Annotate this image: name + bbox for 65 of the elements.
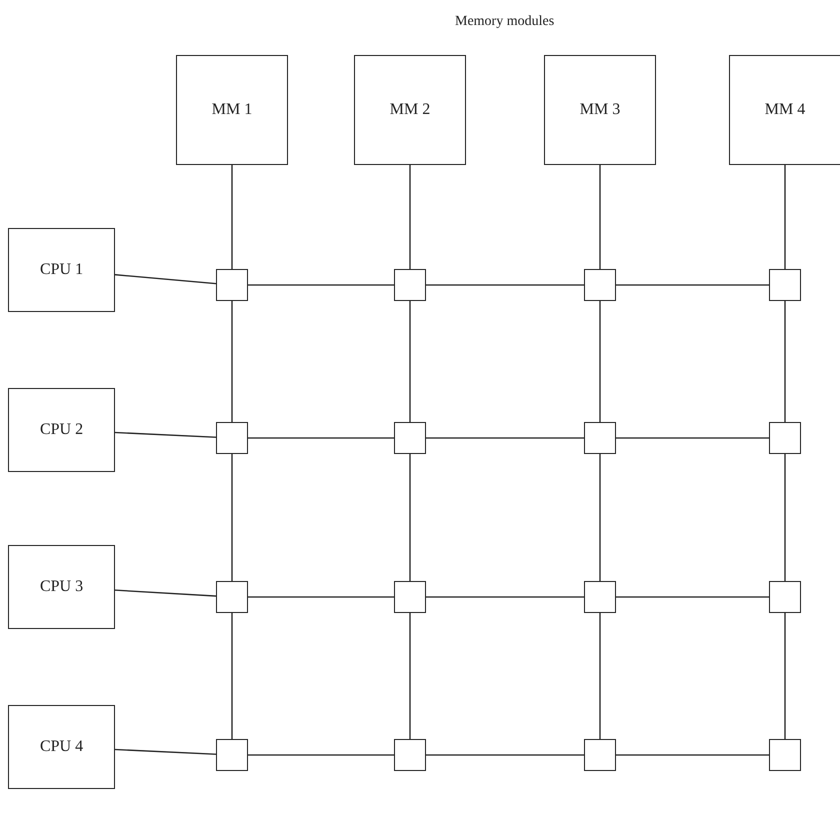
connection-line — [248, 754, 394, 756]
connection-line — [248, 437, 394, 439]
switch-box — [769, 581, 801, 613]
switch-box — [769, 422, 801, 454]
connection-line — [426, 596, 584, 598]
switch-box — [584, 739, 616, 771]
switch-box — [584, 581, 616, 613]
processor-label: CPU 1 — [40, 261, 84, 279]
switch-box — [216, 739, 248, 771]
connection-line — [599, 165, 601, 269]
switch-box — [394, 269, 426, 301]
connection-line — [114, 274, 216, 284]
connection-line — [616, 284, 769, 286]
switch-box — [584, 422, 616, 454]
connection-line — [599, 301, 601, 422]
connection-line — [616, 754, 769, 756]
module-label: MM 4 — [764, 101, 806, 119]
connection-line — [784, 301, 786, 422]
cpu-box — [8, 705, 115, 789]
switch-box — [584, 269, 616, 301]
memory-module-box — [544, 55, 656, 165]
connection-line — [426, 284, 584, 286]
connection-line — [426, 754, 584, 756]
connection-line — [616, 437, 769, 439]
connection-line — [599, 613, 601, 739]
module-label: MM 3 — [580, 101, 620, 119]
memory-module-box — [729, 55, 840, 165]
cpu-box — [8, 228, 115, 312]
memory-module-box — [354, 55, 466, 165]
connection-line — [599, 454, 601, 581]
processor-label: CPU 3 — [40, 578, 84, 596]
connection-line — [231, 454, 233, 581]
switch-box — [216, 269, 248, 301]
connection-line — [231, 165, 233, 269]
connection-line — [114, 432, 216, 438]
module-label: MM 2 — [390, 101, 430, 119]
connection-line — [409, 165, 411, 269]
heading-label: Memory modules — [455, 14, 554, 30]
connection-line — [248, 596, 394, 598]
switch-box — [394, 581, 426, 613]
switch-box — [394, 739, 426, 771]
switch-box — [216, 581, 248, 613]
connection-line — [231, 613, 233, 739]
processor-label: CPU 2 — [40, 421, 84, 439]
connection-line — [784, 165, 786, 269]
switch-box — [394, 422, 426, 454]
processor-label: CPU 4 — [40, 738, 84, 756]
connection-line — [616, 596, 769, 598]
connection-line — [409, 301, 411, 422]
module-label: MM 1 — [212, 101, 252, 119]
memory-module-box — [176, 55, 288, 165]
connection-line — [114, 748, 216, 755]
switch-box — [216, 422, 248, 454]
connection-line — [248, 284, 394, 286]
connection-line — [231, 301, 233, 422]
cpu-box — [8, 388, 115, 472]
connection-line — [784, 613, 786, 739]
cpu-box — [8, 545, 115, 629]
switch-box — [769, 269, 801, 301]
switch-box — [769, 739, 801, 771]
connection-line — [114, 590, 216, 597]
connection-line — [426, 437, 584, 439]
connection-line — [409, 613, 411, 739]
connection-line — [409, 454, 411, 581]
connection-line — [784, 454, 786, 581]
